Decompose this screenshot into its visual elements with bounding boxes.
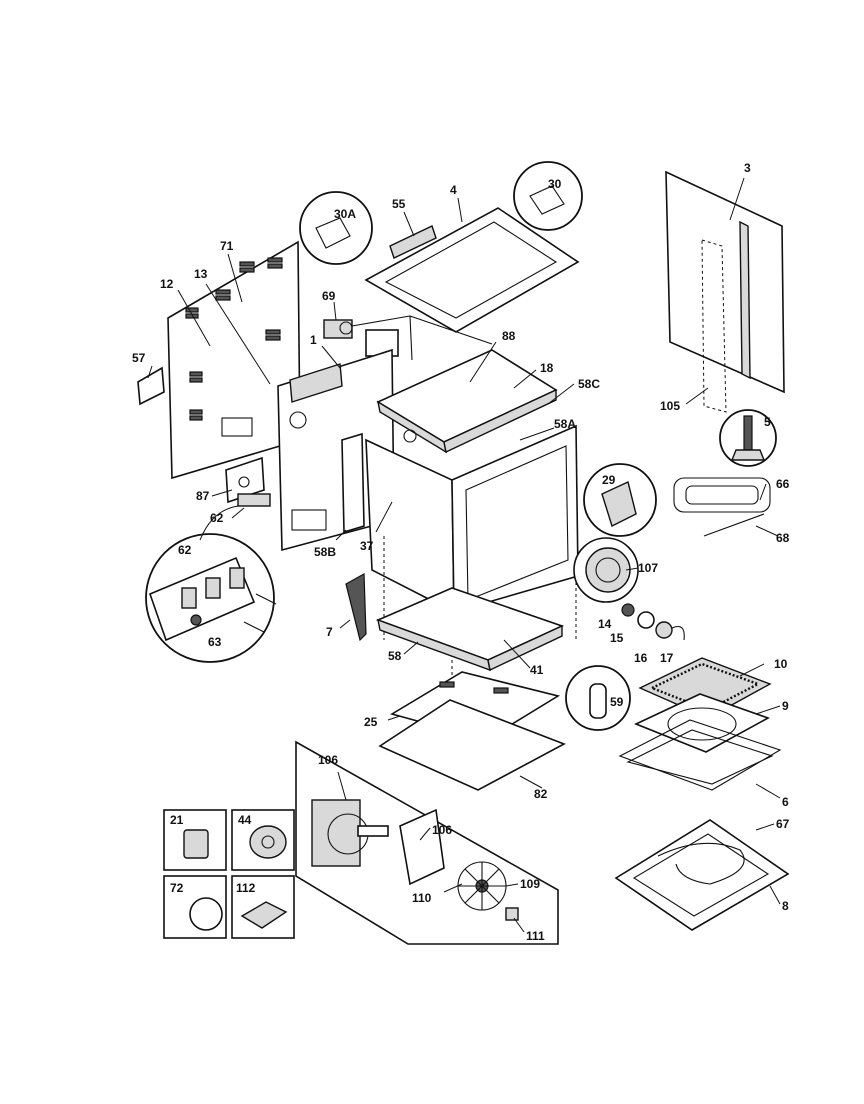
callout-55: 55 xyxy=(392,197,406,211)
callout-62-detail: 62 xyxy=(178,543,192,557)
callout-10: 10 xyxy=(774,657,788,671)
callout-67: 67 xyxy=(776,817,790,831)
part-box-21 xyxy=(163,809,227,871)
callout-63: 63 xyxy=(208,635,222,649)
callout-14: 14 xyxy=(598,617,612,631)
callout-1: 1 xyxy=(310,333,317,347)
bracket-57 xyxy=(137,366,165,406)
callout-109: 109 xyxy=(520,877,540,891)
oven-racks xyxy=(618,657,782,791)
callout-57: 57 xyxy=(132,351,146,365)
callout-9: 9 xyxy=(782,699,789,713)
callout-72: 72 xyxy=(170,881,184,895)
callout-15: 15 xyxy=(610,631,624,645)
callout-30: 30 xyxy=(548,177,562,191)
lamp-parts xyxy=(621,603,685,641)
leader-lines xyxy=(147,177,781,933)
callout-16: 16 xyxy=(634,651,648,665)
callout-6: 6 xyxy=(782,795,789,809)
side-panel xyxy=(277,348,395,552)
callout-105: 105 xyxy=(660,399,680,413)
fan-cover xyxy=(573,537,639,603)
callout-17: 17 xyxy=(660,651,674,665)
callout-66: 66 xyxy=(776,477,790,491)
thermostat-69 xyxy=(323,315,493,361)
callout-58: 58 xyxy=(388,649,402,663)
detail-62-63 xyxy=(145,533,277,663)
callout-3: 3 xyxy=(744,161,751,175)
convection-fan-assembly xyxy=(295,740,559,945)
callout-44: 44 xyxy=(238,813,252,827)
part-box-72 xyxy=(163,875,227,939)
callout-25: 25 xyxy=(364,715,378,729)
bottom-panels xyxy=(375,587,566,791)
callout-106-mid: 106 xyxy=(432,823,452,837)
callout-71: 71 xyxy=(220,239,234,253)
detail-clip xyxy=(583,463,657,537)
callout-7: 7 xyxy=(326,625,333,639)
rear-wall xyxy=(665,170,785,413)
callout-58A: 58A xyxy=(554,417,576,431)
callout-62-top: 62 xyxy=(210,511,224,525)
back-panel xyxy=(167,240,301,480)
top-panel xyxy=(364,207,580,333)
broil-element xyxy=(673,477,771,537)
part-box-112 xyxy=(231,875,295,939)
callout-30A: 30A xyxy=(334,207,356,221)
callout-29: 29 xyxy=(602,473,616,487)
callout-12: 12 xyxy=(160,277,174,291)
oven-body xyxy=(365,349,579,700)
callout-68: 68 xyxy=(776,531,790,545)
detail-30 xyxy=(513,161,583,231)
part-box-44 xyxy=(231,809,295,871)
callout-112: 112 xyxy=(236,881,256,895)
callout-4: 4 xyxy=(450,183,457,197)
callout-13: 13 xyxy=(194,267,208,281)
callout-58B: 58B xyxy=(314,545,336,559)
leveling-leg xyxy=(719,409,777,467)
callout-82: 82 xyxy=(534,787,548,801)
callout-111: 111 xyxy=(526,929,545,943)
callout-106-top: 106 xyxy=(318,753,338,767)
terminal-block xyxy=(225,456,271,507)
callout-5: 5 xyxy=(764,415,771,429)
callout-59: 59 xyxy=(610,695,624,709)
callout-21: 21 xyxy=(170,813,184,827)
bake-pan xyxy=(614,819,790,931)
detail-pointer-arrow xyxy=(199,505,239,541)
callout-8: 8 xyxy=(782,899,789,913)
detail-59 xyxy=(565,665,631,731)
callout-107: 107 xyxy=(638,561,658,575)
callout-87: 87 xyxy=(196,489,210,503)
callout-69: 69 xyxy=(322,289,336,303)
callout-110: 110 xyxy=(412,891,432,905)
detail-30A xyxy=(299,191,373,265)
callout-58C: 58C xyxy=(578,377,600,391)
callout-18: 18 xyxy=(540,361,554,375)
callout-37: 37 xyxy=(360,539,374,553)
callout-88: 88 xyxy=(502,329,516,343)
callout-labels: 3 4 30 55 30A 71 13 12 69 88 1 57 18 58C… xyxy=(132,161,790,943)
door-hinge xyxy=(345,572,367,642)
callout-41: 41 xyxy=(530,663,544,677)
